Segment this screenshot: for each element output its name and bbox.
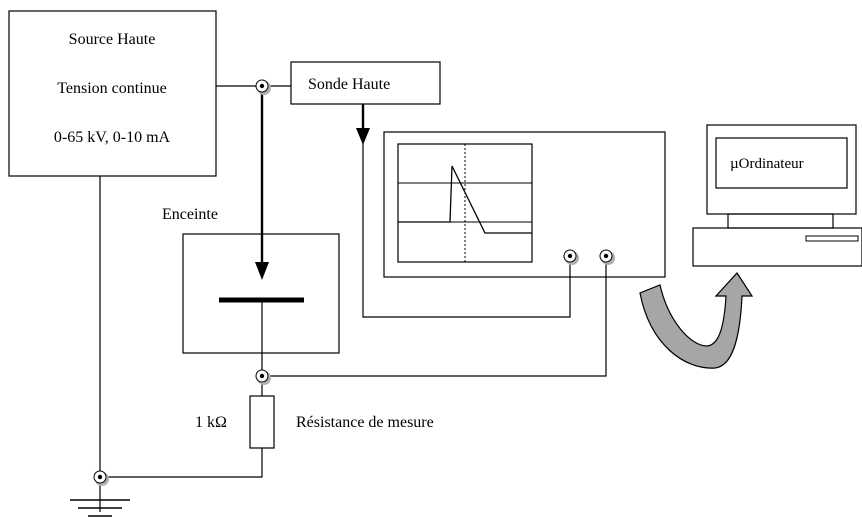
high-voltage-probe: Sonde Haute [290, 61, 441, 105]
computer-base [692, 227, 862, 267]
source-title: Source Haute [69, 31, 156, 48]
oscilloscope-body [383, 131, 666, 278]
measurement-resistor: 1 kΩ Résistance de mesure [195, 395, 434, 449]
oscilloscope [383, 131, 666, 278]
connector-measure-icon [255, 369, 271, 385]
wire-probe-scope [362, 132, 571, 318]
source-type: Tension continue [57, 80, 167, 97]
arrow-down-probe-icon [356, 128, 370, 145]
enclosure: Enceinte [162, 206, 340, 354]
source-rating: 0-65 kV, 0-10 mA [54, 129, 171, 146]
connector-scope-1-icon [563, 249, 579, 265]
high-voltage-source: Source Haute Tension continue 0-65 kV, 0… [8, 10, 217, 177]
connector-scope-2-icon [599, 249, 615, 265]
probe-label: Sonde Haute [308, 76, 390, 93]
probe-box [290, 61, 441, 105]
computer-screen [715, 137, 848, 189]
enclosure-label: Enceinte [162, 206, 218, 223]
arrow-down-electrode-icon [255, 262, 269, 280]
wire-measure-scope [262, 256, 607, 377]
computer-label: µOrdinateur [730, 156, 804, 172]
resistor-body [249, 395, 275, 449]
curved-arrow-icon [639, 272, 754, 369]
enclosure-box [182, 233, 340, 354]
wire-resistor-ground [100, 448, 263, 478]
connector-ground-icon [93, 470, 109, 486]
pulse-waveform [398, 165, 532, 234]
connector-top-icon [255, 79, 271, 95]
source-box [8, 10, 217, 177]
computer: µOrdinateur [692, 124, 862, 267]
ground-symbol-icon [70, 499, 130, 517]
wiring [99, 85, 607, 512]
monitor-stand [727, 213, 834, 229]
resistor-label: Résistance de mesure [296, 414, 434, 431]
floppy-drive-slot [805, 235, 859, 242]
resistor-value: 1 kΩ [195, 414, 227, 431]
